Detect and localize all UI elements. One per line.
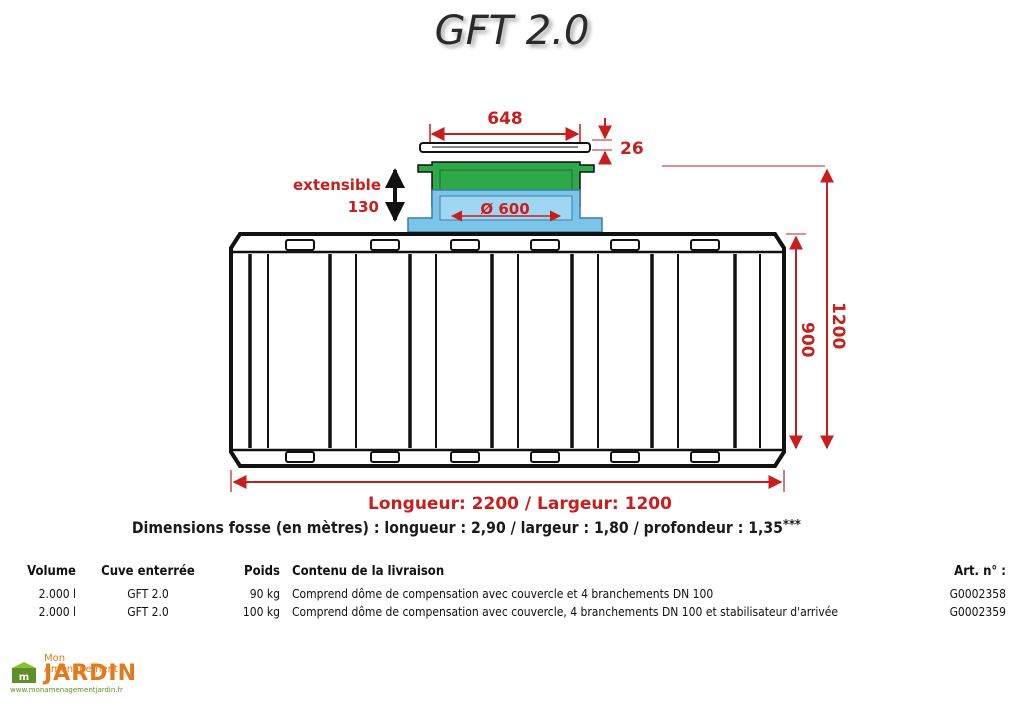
lid [419, 142, 591, 153]
caption-stars: *** [782, 518, 801, 533]
svg-text:m: m [19, 672, 29, 683]
tank-dimensions-label: Longueur: 2200 / Largeur: 1200 [368, 494, 672, 514]
total-height-label: 1200 [828, 302, 848, 349]
tank-bump [370, 451, 400, 463]
leaf-house-icon: m [12, 662, 36, 683]
extensible-label: extensible [293, 176, 381, 194]
tank-bump [450, 451, 480, 463]
lid-thickness-label: 26 [620, 139, 644, 159]
cell-contenu: Comprend dôme de compensation avec couve… [292, 587, 714, 601]
total-height-dimension: 1200 [662, 165, 848, 450]
cell-contenu: Comprend dôme de compensation avec couve… [292, 605, 839, 619]
dome-diameter-label: Ø 600 [480, 200, 529, 218]
header-volume: Volume [27, 564, 76, 579]
brand-top-text: Mon Aménagement [44, 653, 118, 675]
tank-length-dimension: Longueur: 2200 / Largeur: 1200 [230, 470, 785, 514]
header-art: Art. n° : [954, 564, 1006, 579]
table-header-row: Volume Cuve enterrée Poids Contenu de la… [8, 562, 1012, 585]
tank-bump [450, 239, 480, 251]
caption-text: Dimensions fosse (en mètres) : longueur … [131, 518, 783, 537]
table-row: 2.000 l GFT 2.0 100 kg Comprend dôme de … [8, 603, 1012, 621]
technical-drawing: 648 26 Ø 600 extensible 130 [229, 109, 848, 514]
tank-height-label: 900 [797, 322, 817, 358]
pit-dimensions-caption: Dimensions fosse (en mètres) : longueur … [0, 518, 933, 537]
header-poids: Poids [244, 564, 280, 579]
extensible-indicator: extensible 130 [293, 168, 405, 222]
table-row: 2.000 l GFT 2.0 90 kg Comprend dôme de c… [8, 585, 1012, 603]
brand-url-text: www.monamenagementjardin.fr [10, 686, 123, 694]
cell-art: G0002358 [949, 587, 1006, 601]
cell-art: G0002359 [949, 605, 1006, 619]
tank-bump [530, 451, 560, 463]
cell-poids: 100 kg [242, 605, 280, 619]
tank-bump [285, 239, 315, 251]
cell-volume: 2.000 l [38, 587, 76, 601]
page-title: GFT 2.0 [434, 8, 590, 54]
extensible-value: 130 [348, 198, 379, 216]
tank-bump [530, 239, 560, 251]
dome-base: Ø 600 [407, 189, 603, 233]
lid-thickness-dimension: 26 [592, 118, 644, 165]
header-cuve: Cuve enterrée [101, 564, 195, 579]
lid-width-label: 648 [487, 109, 523, 129]
tank-body [229, 232, 786, 468]
tank-bump [285, 451, 315, 463]
tank-bump [370, 239, 400, 251]
tank-bump [610, 451, 640, 463]
header-contenu: Contenu de la livraison [292, 564, 445, 579]
product-table: Volume Cuve enterrée Poids Contenu de la… [8, 562, 1012, 621]
cell-poids: 90 kg [249, 587, 280, 601]
tank-bump [610, 239, 640, 251]
tank-bump [690, 239, 720, 251]
cell-cuve: GFT 2.0 [127, 605, 169, 619]
lid-width-dimension: 648 [429, 109, 581, 144]
tank-bump [690, 451, 720, 463]
tank-height-dimension: 900 [786, 233, 817, 450]
cell-volume: 2.000 l [38, 605, 76, 619]
cell-cuve: GFT 2.0 [127, 587, 169, 601]
brand-logo[interactable]: m Mon Aménagement JARDIN www.monamenagem… [10, 650, 140, 700]
brand-main-text: JARDIN [44, 661, 138, 686]
